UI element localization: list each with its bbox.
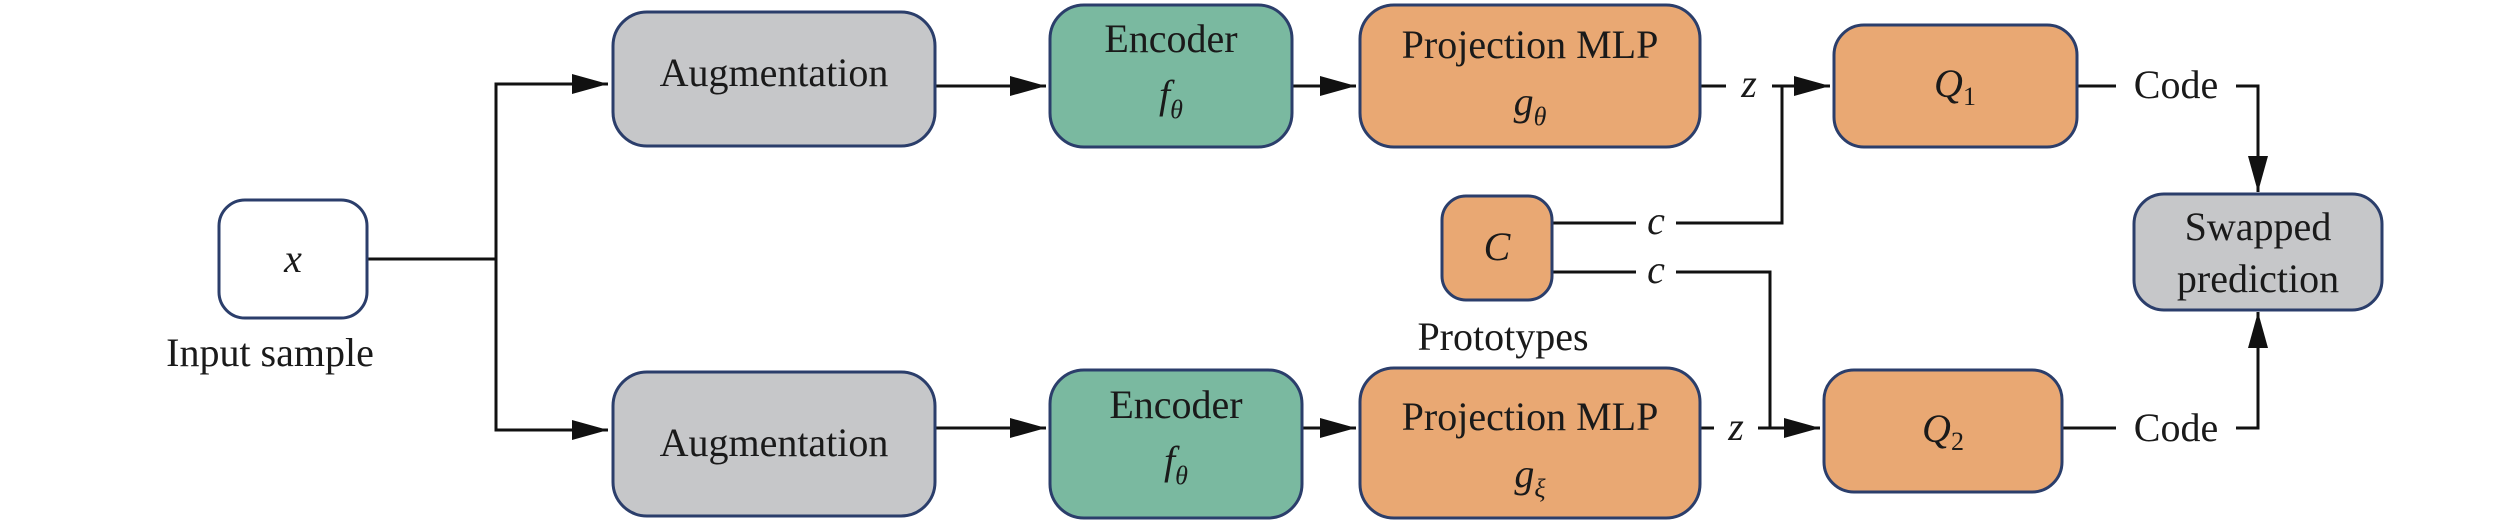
lower-projection-fn-symbol: g <box>1514 451 1534 496</box>
upper-encoder-title: Encoder <box>1104 16 1237 61</box>
lower-z-label: z <box>1727 404 1744 449</box>
lower-projection-box <box>1358 366 1702 520</box>
lower-encoder-title: Encoder <box>1109 382 1242 427</box>
upper-encoder-node: Encoder fθ <box>1048 3 1294 149</box>
edge-proto-c-top-right <box>1676 86 1784 225</box>
q2-node: Q2 <box>1822 368 2064 494</box>
lower-augmentation-node: Augmentation <box>611 370 937 518</box>
lower-encoder-node: Encoder fθ <box>1048 368 1304 520</box>
edge-proto-c-bottom-right <box>1676 270 1772 428</box>
prototypes-caption: Prototypes <box>1417 314 1588 359</box>
swapped-prediction-box <box>2132 192 2384 312</box>
q2-fn-sub: 2 <box>1951 427 1964 456</box>
lower-projection-fn: gξ <box>1514 451 1546 503</box>
upper-projection-fn: gθ <box>1514 79 1547 131</box>
input-caption: Input sample <box>166 330 374 375</box>
upper-projection-title: Projection MLP <box>1402 22 1659 67</box>
lower-projection-fn-sub: ξ <box>1534 474 1546 503</box>
upper-augmentation-label: Augmentation <box>660 50 889 95</box>
lower-augmentation-box <box>611 370 937 518</box>
prototypes-c-label-bottom: c <box>1647 247 1665 292</box>
q1-box <box>1832 23 2079 149</box>
upper-z-label: z <box>1740 61 1757 106</box>
q1-label: Q1 <box>1934 61 1976 111</box>
upper-encoder-box <box>1048 3 1294 149</box>
upper-projection-box <box>1358 3 1702 149</box>
upper-projection-fn-sub: θ <box>1534 102 1547 131</box>
prototypes-symbol: C <box>1484 224 1512 269</box>
q2-fn-symbol: Q <box>1922 406 1951 451</box>
swapped-prediction-line1: Swapped <box>2185 204 2332 249</box>
edges <box>368 74 2268 440</box>
edge-code-to-swapped-bottom <box>2236 312 2268 430</box>
upper-projection-node: Projection MLP gθ <box>1358 3 1702 149</box>
q2-label: Q2 <box>1922 406 1964 456</box>
upper-code-label: Code <box>2134 62 2218 107</box>
q1-fn-sub: 1 <box>1963 82 1976 111</box>
lower-projection-node: Projection MLP gξ <box>1358 366 1702 520</box>
swapped-prediction-line2: prediction <box>2177 256 2339 301</box>
input-node: x <box>217 198 369 320</box>
upper-augmentation-box <box>611 10 937 148</box>
q1-fn-symbol: Q <box>1934 61 1963 106</box>
prototypes-c-label-top: c <box>1647 198 1665 243</box>
upper-projection-fn-symbol: g <box>1514 79 1534 124</box>
upper-augmentation-node: Augmentation <box>611 10 937 148</box>
q2-box <box>1822 368 2064 494</box>
lower-encoder-fn-sub: θ <box>1175 461 1188 490</box>
lower-encoder-box <box>1048 368 1304 520</box>
edge-code-to-swapped-top <box>2236 84 2268 192</box>
swapped-prediction-node: Swapped prediction <box>2132 192 2384 312</box>
prototypes-node: C <box>1440 194 1554 302</box>
input-box <box>217 198 369 320</box>
upper-encoder-fn-sub: θ <box>1170 95 1183 124</box>
lower-projection-title: Projection MLP <box>1402 394 1659 439</box>
prototypes-box <box>1440 194 1554 302</box>
edge-input-to-lower-aug <box>494 259 608 440</box>
q1-node: Q1 <box>1832 23 2079 149</box>
input-symbol: x <box>283 236 302 281</box>
lower-code-label: Code <box>2134 405 2218 450</box>
edge-input-to-upper-aug <box>494 74 608 259</box>
lower-augmentation-label: Augmentation <box>660 420 889 465</box>
